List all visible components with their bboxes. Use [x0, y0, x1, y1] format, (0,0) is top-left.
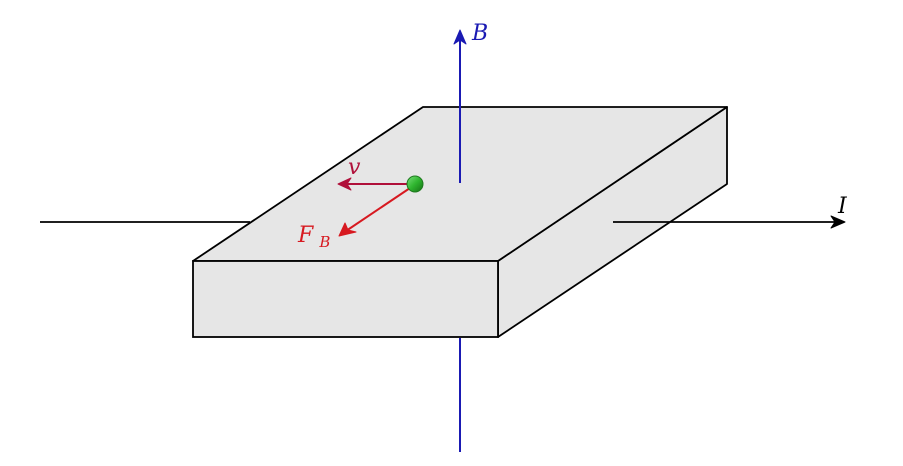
- field-arrowhead: [453, 29, 467, 45]
- velocity-arrowhead: [337, 177, 352, 191]
- field-label: B: [471, 21, 488, 46]
- force-arrow-shaft: [345, 185, 414, 232]
- current-arrowhead: [830, 215, 846, 229]
- force-arrowhead: [338, 222, 357, 237]
- force-label: F B: [297, 223, 330, 251]
- charge-particle: [406, 175, 424, 193]
- current-label: I: [837, 194, 848, 219]
- force-label-main: F: [297, 223, 314, 248]
- force-label-subscript: B: [318, 233, 330, 251]
- velocity-label: v: [348, 155, 361, 180]
- slab-front-face: [192, 260, 499, 338]
